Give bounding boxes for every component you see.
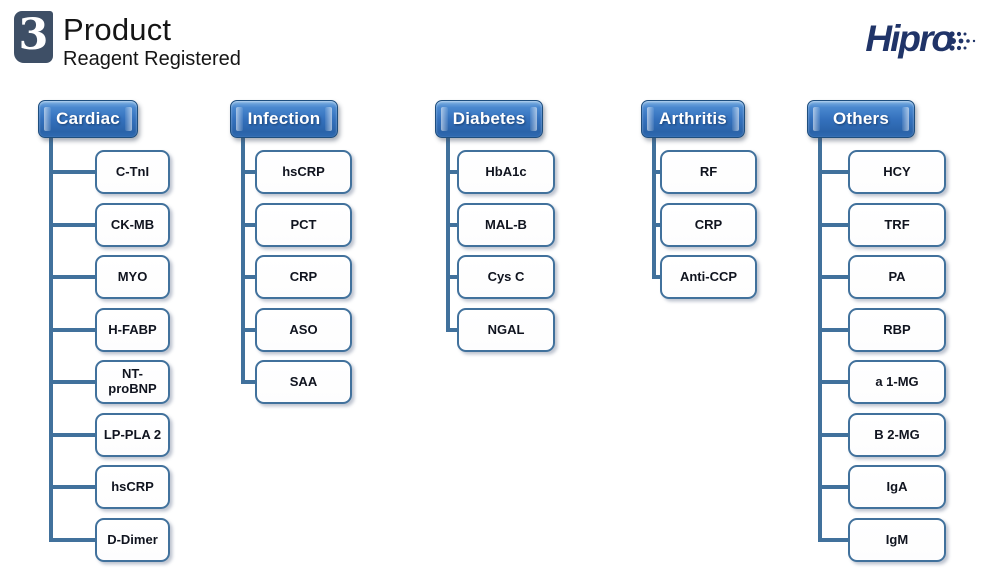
node-h-fabp: H-FABP xyxy=(95,308,170,352)
connector-hline xyxy=(49,275,95,279)
connector-hline xyxy=(241,328,255,332)
node-ngal: NGAL xyxy=(457,308,555,352)
connector-hline xyxy=(652,223,660,227)
node-hcy: HCY xyxy=(848,150,946,194)
category-header-cardiac: Cardiac xyxy=(38,100,138,138)
node-hscrp: hsCRP xyxy=(95,465,170,509)
title-block: Product Reagent Registered xyxy=(63,12,241,71)
node-hba1c: HbA1c xyxy=(457,150,555,194)
connector-hline xyxy=(818,538,848,542)
node-crp: CRP xyxy=(255,255,352,299)
category-label: Others xyxy=(833,109,889,128)
connector-hline xyxy=(446,223,457,227)
connector-vline xyxy=(49,136,53,540)
connector-hline xyxy=(49,538,95,542)
connector-hline xyxy=(49,223,95,227)
node-anti-ccp: Anti-CCP xyxy=(660,255,757,299)
step-number-badge: 3 xyxy=(14,11,53,63)
connector-hline xyxy=(49,380,95,384)
category-header-arthritis: Arthritis xyxy=(641,100,745,138)
page-subtitle: Reagent Registered xyxy=(63,48,241,71)
logo-dots-icon xyxy=(949,31,976,51)
connector-hline xyxy=(49,433,95,437)
node-trf: TRF xyxy=(848,203,946,247)
connector-hline xyxy=(652,170,660,174)
connector-hline xyxy=(241,223,255,227)
node-b2-mg: B 2-MG xyxy=(848,413,946,457)
node-mal-b: MAL-B xyxy=(457,203,555,247)
node-igm: IgM xyxy=(848,518,946,562)
connector-hline xyxy=(818,170,848,174)
connector-hline xyxy=(652,275,660,279)
node-pct: PCT xyxy=(255,203,352,247)
node-pa: PA xyxy=(848,255,946,299)
connector-hline xyxy=(49,170,95,174)
connector-hline xyxy=(241,275,255,279)
node-a1-mg: a 1-MG xyxy=(848,360,946,404)
connector-hline xyxy=(818,328,848,332)
connector-hline xyxy=(446,328,457,332)
connector-hline xyxy=(49,328,95,332)
node-d-dimer: D-Dimer xyxy=(95,518,170,562)
connector-hline xyxy=(241,380,255,384)
connector-hline xyxy=(818,380,848,384)
category-header-infection: Infection xyxy=(230,100,338,138)
node-crp: CRP xyxy=(660,203,757,247)
category-label: Diabetes xyxy=(452,109,526,128)
node-rf: RF xyxy=(660,150,757,194)
node-rbp: RBP xyxy=(848,308,946,352)
node-iga: IgA xyxy=(848,465,946,509)
node-nt-probnp: NT-proBNP xyxy=(95,360,170,404)
connector-hline xyxy=(49,485,95,489)
category-label: Cardiac xyxy=(56,109,120,128)
connector-hline xyxy=(818,275,848,279)
category-header-others: Others xyxy=(807,100,915,138)
node-myo: MYO xyxy=(95,255,170,299)
node-aso: ASO xyxy=(255,308,352,352)
connector-hline xyxy=(818,223,848,227)
node-hscrp: hsCRP xyxy=(255,150,352,194)
category-label: Arthritis xyxy=(659,109,727,128)
category-header-diabetes: Diabetes xyxy=(435,100,543,138)
connector-vline xyxy=(446,136,450,330)
logo-text: Hipro xyxy=(865,17,954,59)
connector-vline xyxy=(652,136,656,277)
hipro-logo: Hipro xyxy=(865,16,982,60)
step-number: 3 xyxy=(18,9,49,60)
connector-hline xyxy=(818,433,848,437)
connector-hline xyxy=(446,275,457,279)
node-c-tni: C-TnI xyxy=(95,150,170,194)
connector-hline xyxy=(818,485,848,489)
connector-vline xyxy=(818,136,822,540)
connector-hline xyxy=(446,170,457,174)
node-saa: SAA xyxy=(255,360,352,404)
page-title: Product xyxy=(63,12,172,47)
connector-vline xyxy=(241,136,245,382)
connector-hline xyxy=(241,170,255,174)
node-ck-mb: CK-MB xyxy=(95,203,170,247)
node-lp-pla-2: LP-PLA 2 xyxy=(95,413,170,457)
category-label: Infection xyxy=(247,109,321,128)
node-cys-c: Cys C xyxy=(457,255,555,299)
